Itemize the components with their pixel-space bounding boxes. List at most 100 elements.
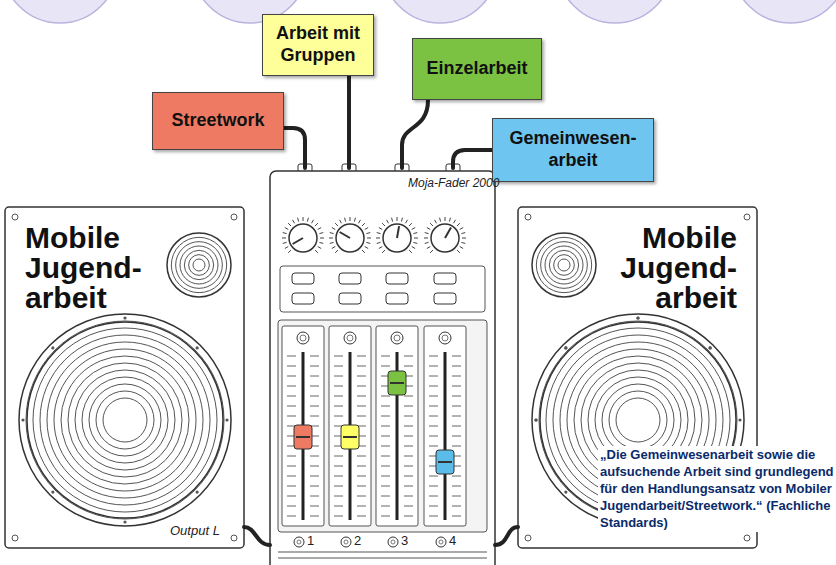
fader-tick [310,476,319,477]
fader-tick [381,446,390,447]
knob-tick [409,250,412,253]
knob-tick [445,217,446,221]
box-label: Einzelarbeit [426,58,527,80]
fader-tick [404,496,413,497]
knob-tick [427,247,430,249]
knob [336,224,364,252]
knob-pointer [340,232,350,238]
box-label: Streetwork [171,110,264,132]
driver-screw [534,418,537,421]
fader-tick [429,396,438,397]
fader-tick [429,426,438,427]
driver-screw [636,316,639,319]
fader-tick [357,396,366,397]
channel-led [442,335,448,341]
fader-tick [310,386,319,387]
fader-tick [310,396,319,397]
knob-tick [414,238,418,239]
knob-tick [283,242,287,243]
knob-tick [401,218,402,222]
fader-tick [310,456,319,457]
knob-tick [462,238,466,239]
fader-tick [429,356,438,357]
knob-tick [335,223,338,226]
knob-tick [330,242,334,243]
fader-cap-line [343,436,357,438]
knob-tick [350,217,351,221]
knob-tick [382,250,385,253]
screw [231,214,237,220]
cable [347,76,351,168]
jack [344,540,348,544]
device-name: Moja-Fader 2000 [408,176,499,190]
knob-tick [366,242,370,243]
fader-tick [357,356,366,357]
driver-ring [96,391,154,449]
button [386,293,408,304]
driver-ring [545,246,583,284]
channel-strip [329,326,371,526]
fader-cap [341,425,359,449]
fader-tick [310,366,319,367]
fader-tick [357,516,366,517]
driver-screw [738,418,741,421]
fader-tick [334,486,343,487]
fader-tick [287,356,296,357]
fader-tick [429,416,438,417]
driver-ring [558,259,570,271]
knob-tick [424,238,428,239]
fader-tick [287,476,296,477]
screw [525,214,531,220]
fader-tick [287,386,296,387]
fader-tick [452,376,461,377]
channel-led [344,332,356,344]
driver-screw [709,346,712,349]
fader-tick [429,386,438,387]
fader-cap [436,450,454,474]
button [292,273,314,284]
cable [453,150,492,168]
driver-ring [82,377,168,463]
deco-circle [732,0,836,23]
channel-number: 1 [307,533,314,548]
fader-tick [357,496,366,497]
mixer [270,164,495,565]
screw [525,535,531,541]
fader-tick [334,406,343,407]
channel-led [297,332,309,344]
deco-circle [382,0,498,23]
knob-tick [318,247,321,249]
jack [341,537,351,547]
knob-tick [362,250,365,253]
knob-tick [413,242,417,243]
fader-tick [287,466,296,467]
deco-circle [2,0,118,23]
fader-tick [310,406,319,407]
driver-screw [123,316,126,319]
driver-rim [532,233,596,297]
knob [431,224,459,252]
fader-tick [429,496,438,497]
fader-tick [381,426,390,427]
fader-tick [404,476,413,477]
screw [12,535,18,541]
knob-tick [392,218,393,222]
fader-cap-line [296,436,310,438]
fader-tick [287,516,296,517]
driver-ring [189,255,210,276]
knob-tick [345,218,346,222]
screw [231,535,237,541]
driver-ring [68,363,182,477]
fader-tick [381,486,390,487]
top-decoration [2,0,836,23]
driver-screw [564,491,567,494]
driver-screw [196,346,199,349]
fader-tick [381,396,390,397]
knob-tick [315,223,318,226]
driver-ring [103,398,147,442]
channel-led [300,335,306,341]
knob-tick [427,228,430,230]
fader-tick [404,396,413,397]
fader-tick [357,466,366,467]
channel-number: 3 [401,533,408,548]
